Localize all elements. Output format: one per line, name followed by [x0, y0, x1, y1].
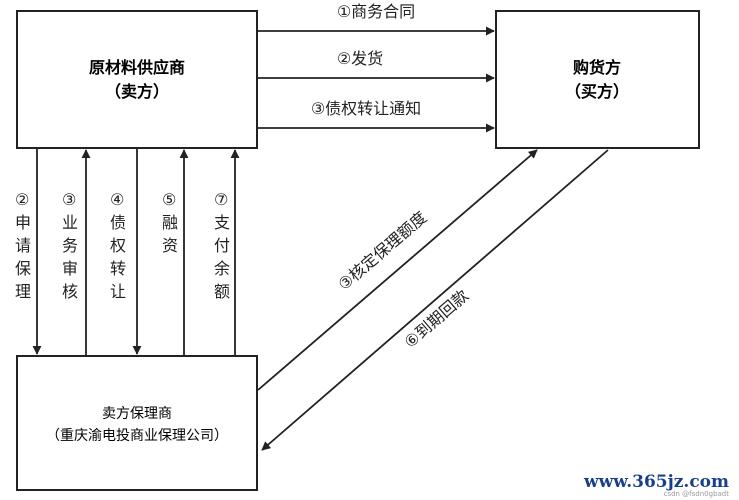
- watermark-small: csdn @fsdn0gbadt: [664, 490, 730, 498]
- label-debt-transfer-notice: ③债权转让通知: [311, 99, 421, 118]
- buyer-box: 购货方 （买方）: [495, 10, 700, 149]
- watermark-site: www.365jz.com: [583, 472, 729, 492]
- buyer-role: （买方）: [565, 82, 629, 101]
- buyer-name: 购货方: [573, 58, 621, 77]
- supplier-name: 原材料供应商: [89, 58, 185, 77]
- supplier-box: 原材料供应商 （卖方）: [16, 10, 258, 149]
- supplier-role: （卖方）: [105, 82, 169, 101]
- factor-detail: （重庆渝电投商业保理公司）: [46, 428, 228, 444]
- arrow-repayment: [261, 149, 609, 451]
- label-repayment: ⑥到期回款: [401, 286, 473, 352]
- label-approve-limit: ③核定保理额度: [334, 208, 430, 294]
- label-contract: ①商务合同: [337, 2, 415, 21]
- arrow-approve-limit: [257, 149, 538, 391]
- factor-box: 卖方保理商 （重庆渝电投商业保理公司）: [16, 355, 258, 491]
- label-delivery: ②发货: [337, 49, 383, 68]
- factor-name: 卖方保理商: [102, 406, 172, 422]
